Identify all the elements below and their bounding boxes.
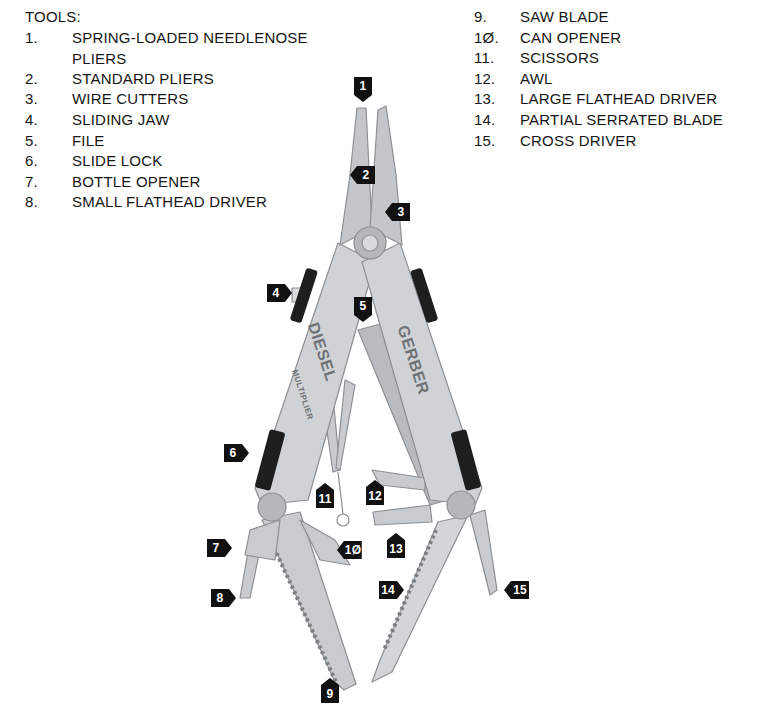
callout-number: 8 [211,589,229,607]
tool-number: 5. [25,131,38,152]
callout-number: 14 [379,581,397,599]
tool-number: 1. [25,28,38,49]
list-heading: TOOLS: [25,7,81,28]
tool-number: 11. [474,48,494,69]
tool-name: CAN OPENER [520,28,621,49]
callout-number: 12 [366,487,384,505]
tool-name: WIRE CUTTERS [72,89,189,110]
tool-name: SLIDING JAW [72,110,170,131]
callout-number: 5 [354,297,372,315]
tool-number: 12. [474,69,495,90]
tool-number: 6. [25,151,38,172]
tool-number: 13. [474,89,495,110]
tool-number: 7. [25,172,38,193]
callout-number: 1Ø [344,541,362,559]
tool-name: SMALL FLATHEAD DRIVER [72,192,267,213]
callout-number: 2 [357,166,375,184]
tool-name: STANDARD PLIERS [72,69,214,90]
tool-name: SCISSORS [520,48,599,69]
callout-number: 4 [267,284,285,302]
tool-number: 1Ø. [474,28,499,49]
callout-number: 1 [354,77,372,95]
tool-number: 4. [25,110,38,131]
tool-name: FILE [72,131,104,152]
tool-number: 8. [25,192,38,213]
tool-name: SAW BLADE [520,7,609,28]
tool-number: 15. [474,131,495,152]
callout-number: 3 [392,203,410,221]
callout-number: 13 [387,540,405,558]
callout-number: 6 [224,444,242,462]
tool-name: LARGE FLATHEAD DRIVER [520,89,717,110]
callout-number: 11 [316,490,334,508]
callout-number: 9 [321,685,339,703]
tool-name: BOTTLE OPENER [72,172,200,193]
callout-number: 7 [207,539,225,557]
tool-number: 3. [25,89,38,110]
tool-number: 2. [25,69,38,90]
tool-name: AWL [520,69,553,90]
callout-number: 15 [511,581,529,599]
tool-number: 9. [474,7,487,28]
tool-name: PARTIAL SERRATED BLADE [520,110,723,131]
tool-number: 14. [474,110,495,131]
tool-name: CROSS DRIVER [520,131,637,152]
tool-name: SLIDE LOCK [72,151,162,172]
tool-name: SPRING-LOADED NEEDLENOSE PLIERS [72,28,340,69]
